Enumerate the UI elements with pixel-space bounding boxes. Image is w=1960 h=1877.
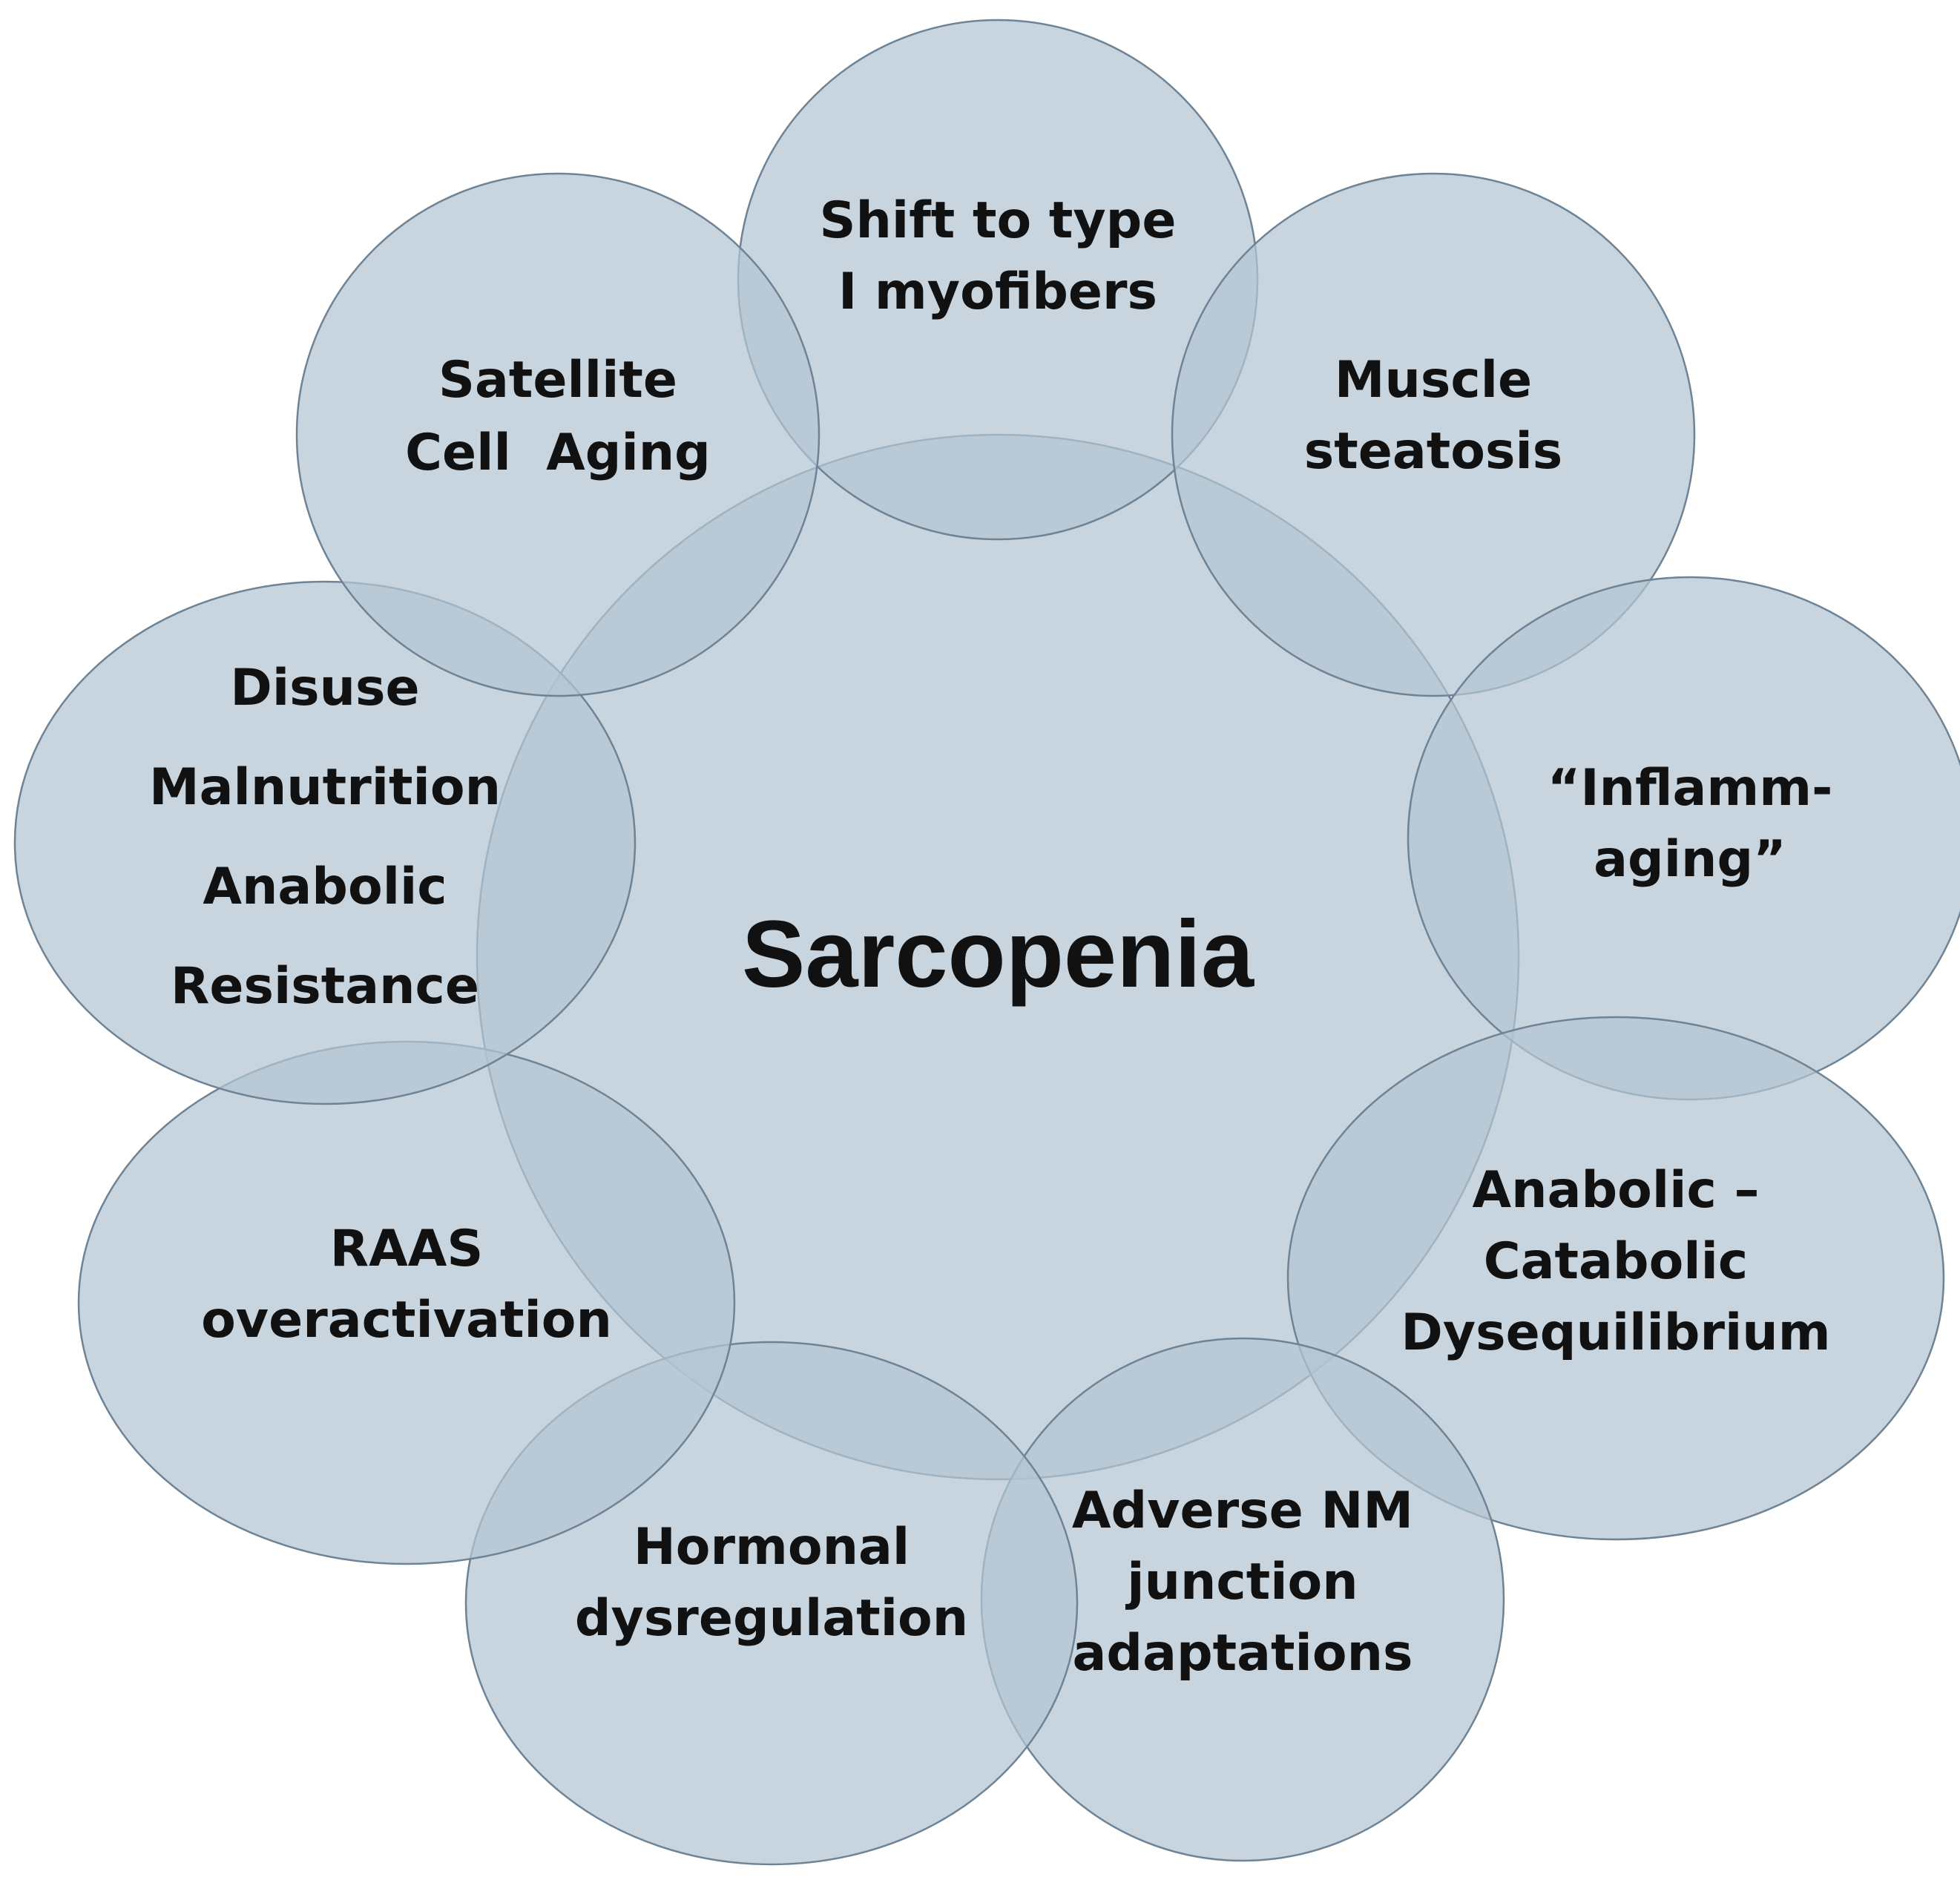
label-line: Disuse <box>230 659 419 717</box>
circle-disuse-malnutrition <box>13 580 637 1105</box>
label-line: Hormonal <box>634 1518 910 1577</box>
label-hormonal-dysregulation: Hormonal dysregulation <box>575 1518 968 1648</box>
label-line: Resistance <box>171 957 479 1016</box>
circle-anabolic-catabolic <box>1286 1016 1945 1541</box>
label-line: RAAS <box>330 1220 484 1278</box>
label-raas-overactivation: RAAS overactivation <box>201 1220 612 1350</box>
label-line: Cell Aging <box>405 424 711 482</box>
label-muscle-steatosis: Muscle steatosis <box>1304 351 1562 481</box>
label-adverse-nm-junction: Adverse NM junction adaptations <box>1072 1482 1413 1683</box>
label-line: “Inflamm- <box>1548 759 1833 818</box>
label-shift-to-type-i: Shift to type I myofibers <box>820 191 1177 321</box>
label-line: Shift to type <box>820 191 1177 250</box>
center-label: Sarcopenia <box>742 901 1254 1007</box>
label-line: Malnutrition <box>149 758 501 817</box>
circle-muscle-steatosis <box>1171 172 1696 697</box>
label-line: Anabolic <box>203 858 447 916</box>
circle-layer <box>13 19 1960 1866</box>
label-line: Adverse NM <box>1072 1482 1413 1540</box>
label-line: steatosis <box>1304 422 1562 481</box>
label-line: Muscle <box>1335 351 1532 410</box>
label-line: dysregulation <box>575 1589 968 1648</box>
label-line: Catabolic <box>1484 1232 1749 1291</box>
label-line: Anabolic – <box>1473 1161 1760 1220</box>
label-line: Satellite <box>438 351 677 410</box>
label-line: junction <box>1125 1553 1358 1611</box>
label-inflamm-aging: “Inflamm-aging” <box>1548 759 1833 889</box>
label-line: overactivation <box>201 1291 612 1350</box>
circle-satellite-cell-aging <box>295 172 820 697</box>
label-line: I myofibers <box>838 263 1157 321</box>
label-line: aging” <box>1594 830 1786 889</box>
label-line: adaptations <box>1073 1624 1413 1683</box>
label-line: Dysequilibrium <box>1401 1304 1830 1362</box>
